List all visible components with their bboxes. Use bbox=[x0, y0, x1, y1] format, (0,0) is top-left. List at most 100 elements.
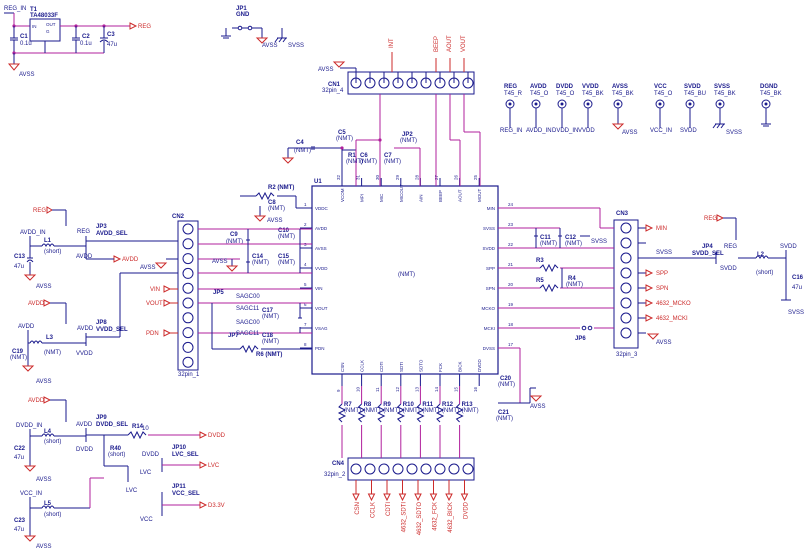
u1-ic: U1 (NMT) 1VDDC2AVDD3AVSS4VVDD5VIN6VOUT7V… bbox=[300, 174, 514, 392]
cn4-pin bbox=[420, 463, 432, 475]
c2-ref: C2 bbox=[82, 34, 90, 40]
jp9-ref: JP9 bbox=[96, 415, 107, 421]
u1-pin-number: 5 bbox=[304, 282, 307, 287]
cn3-net-spn: SPN bbox=[656, 286, 668, 292]
cn2-ref: CN2 bbox=[172, 214, 185, 220]
cn4-pin bbox=[462, 463, 474, 475]
cn4-net: 4632_BICK bbox=[448, 502, 454, 533]
c5-ref: C5 bbox=[338, 130, 346, 136]
testpoint-center bbox=[764, 102, 768, 106]
bottom-resistor-ref: R9 bbox=[383, 402, 391, 408]
l3-ref: L3 bbox=[46, 335, 54, 341]
u1-pin-name: MIN bbox=[487, 206, 495, 211]
c20-ref: C20 bbox=[500, 376, 512, 382]
cn2-pin bbox=[182, 297, 194, 309]
u1-pin-name: BICK bbox=[458, 361, 463, 372]
cn3-connector: CN3 32pin_3 MIN SVSS SPP SPN 4632_MCKO 4… bbox=[613, 211, 691, 358]
c18-val: (NMT) bbox=[262, 339, 279, 345]
jp7-sagc00: SAGC00 bbox=[236, 320, 260, 326]
cn4-pin bbox=[364, 463, 376, 475]
cn2-pin bbox=[182, 253, 194, 265]
testpoint-pkg: T45_BU bbox=[684, 91, 706, 97]
u1-pin-number: 21 bbox=[508, 262, 514, 267]
cn3-net-spp: SPP bbox=[656, 271, 668, 277]
c16-ref: C16 bbox=[792, 275, 804, 281]
c17-val: (NMT) bbox=[262, 314, 279, 320]
cn3-pin bbox=[620, 222, 632, 234]
cn3-pin bbox=[620, 252, 632, 264]
testpoint-pkg: T45_BK bbox=[612, 91, 634, 97]
u1-pin-name: VOUT bbox=[315, 306, 328, 311]
c9-val: (NMT) bbox=[226, 239, 243, 245]
u1-pin-name: MIC bbox=[379, 193, 384, 202]
r3-ref: R3 bbox=[536, 258, 544, 264]
u1-pin-name: DVSS bbox=[483, 346, 495, 351]
testpoint-ref: AVSS bbox=[612, 84, 628, 90]
cn4-net: 4632_FCK bbox=[433, 502, 439, 531]
u1-pin-name: MOUT bbox=[477, 189, 482, 202]
u1-pin-number: 32 bbox=[336, 174, 341, 180]
c12-ref: C12 bbox=[565, 235, 577, 241]
jp8-ref: JP8 bbox=[96, 320, 107, 326]
u1-pin-name: VSAG bbox=[315, 326, 328, 331]
l5-val: (short) bbox=[44, 512, 61, 518]
vvdd-supply-block: AVDD AVDD L3 (NMT) C19 (NMT) AVSS AVDD J… bbox=[10, 272, 178, 385]
c6-val: (NMT) bbox=[360, 159, 377, 165]
jp8-sel: VVDD_SEL bbox=[96, 327, 128, 333]
cn4-pin bbox=[434, 463, 446, 475]
vcc-supply-block: VCC_IN L5 (short) C23 47u AVSS bbox=[14, 477, 104, 550]
cn2-pin bbox=[182, 238, 194, 250]
c8-ref: C8 bbox=[268, 200, 276, 206]
c3-ref: C3 bbox=[107, 32, 115, 38]
svdd-reg-flag: REG bbox=[704, 216, 717, 222]
u1-pin-name: MCKO bbox=[482, 306, 496, 311]
jp2-ref: JP2 bbox=[402, 132, 413, 138]
t1-in-pin: IN bbox=[32, 24, 37, 29]
u1-pin-number: 2 bbox=[304, 222, 307, 227]
cn4-pin bbox=[448, 463, 460, 475]
testpoint-ref: VVDD bbox=[582, 84, 599, 90]
u1-pin-name: AOUT bbox=[458, 189, 463, 202]
avdd-reg: REG bbox=[77, 229, 90, 235]
cn3-pin bbox=[620, 282, 632, 294]
cn2-pin bbox=[182, 282, 194, 294]
testpoint-ref: SVDD bbox=[684, 84, 701, 90]
cn4-net: 4632_SDTO bbox=[417, 502, 423, 536]
r5-ref: R5 bbox=[536, 278, 544, 284]
u1-pin-number: 9 bbox=[336, 389, 341, 392]
left-avss-net: AVSS bbox=[212, 259, 228, 265]
u1-pin-name: CSN bbox=[340, 362, 345, 372]
vcc-in-label: VCC_IN bbox=[20, 491, 42, 497]
bottom-resistor-val: (NMT) bbox=[364, 408, 381, 414]
testpoint-net: VVDD bbox=[578, 128, 595, 134]
c7-val: (NMT) bbox=[384, 159, 401, 165]
testpoint-ref: VCC bbox=[654, 84, 667, 90]
bottom-resistor: R7(NMT) bbox=[337, 386, 361, 458]
u1-pin-name: SPP bbox=[486, 266, 495, 271]
dvdd-supply-block: AVDD DVDD_IN L4 (short) C22 47u AVSS AVD… bbox=[14, 396, 226, 523]
c15-ref: C15 bbox=[278, 254, 290, 260]
l5-ref: L5 bbox=[44, 501, 52, 507]
c2-val: 0.1u bbox=[80, 41, 92, 47]
c11-ref: C11 bbox=[540, 235, 551, 241]
jp4-ref: JP4 bbox=[702, 244, 713, 250]
t1-body bbox=[29, 18, 61, 42]
r4-val: (NMT) bbox=[566, 282, 583, 288]
testpoint-pkg: T45_BK bbox=[760, 91, 782, 97]
u1-pin-number: 11 bbox=[375, 387, 380, 392]
u1-pin-name: AIN bbox=[418, 194, 423, 202]
testpoint-net: VCC_IN bbox=[650, 128, 672, 134]
u1-pin-number: 4 bbox=[304, 262, 307, 267]
c1-ref: C1 bbox=[20, 34, 28, 40]
c8-val: (NMT) bbox=[268, 206, 285, 212]
testpoint-net: SVDD bbox=[680, 128, 697, 134]
cn1-net-int: INT bbox=[389, 38, 395, 48]
l1-ref: L1 bbox=[44, 238, 52, 244]
l3-val: (NMT) bbox=[44, 350, 61, 356]
lvc-out: LVC bbox=[208, 463, 220, 469]
c22-ref: C22 bbox=[14, 446, 26, 452]
